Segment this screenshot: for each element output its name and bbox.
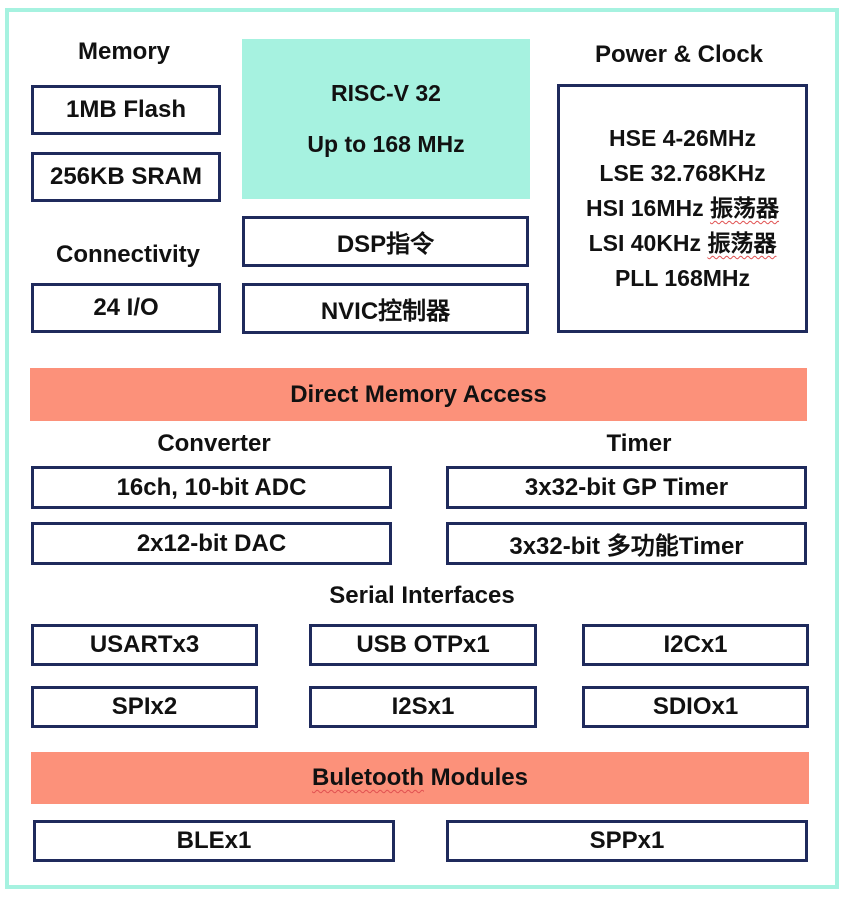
diagram-frame xyxy=(5,8,839,889)
cpu-core-label: RISC-V 32 xyxy=(331,80,441,106)
power-clock-box: HSE 4-26MHz LSE 32.768KHz HSI 16MHz 振荡器 … xyxy=(557,84,808,333)
bluetooth-label-rest: Modules xyxy=(423,764,528,791)
timer-heading: Timer xyxy=(606,430,672,457)
connectivity-io-box: 24 I/O xyxy=(31,283,221,333)
memory-heading: Memory xyxy=(77,38,171,65)
memory-sram-box: 256KB SRAM xyxy=(31,152,221,202)
ble-box: BLEx1 xyxy=(33,820,395,862)
adc-box: 16ch, 10-bit ADC xyxy=(31,466,392,509)
memory-flash-box: 1MB Flash xyxy=(31,85,221,135)
nvic-controller-box: NVIC控制器 xyxy=(242,283,529,334)
cpu-core-block: RISC-V 32 Up to 168 MHz xyxy=(242,39,530,199)
lsi-line: LSI 40KHz 振荡器 xyxy=(588,230,777,256)
connectivity-heading: Connectivity xyxy=(55,241,201,268)
i2s-box: I2Sx1 xyxy=(309,686,537,728)
dac-box: 2x12-bit DAC xyxy=(31,522,392,565)
dma-bar: Direct Memory Access xyxy=(30,368,807,421)
dsp-instructions-box: DSP指令 xyxy=(242,216,529,267)
lsi-oscillator-word: 振荡器 xyxy=(707,230,777,256)
cpu-frequency-label: Up to 168 MHz xyxy=(307,131,465,157)
multi-timer-box: 3x32-bit 多功能Timer xyxy=(446,522,807,565)
hsi-line: HSI 16MHz 振荡器 xyxy=(586,195,779,221)
lse-line: LSE 32.768KHz xyxy=(599,160,766,186)
i2c-box: I2Cx1 xyxy=(582,624,809,666)
serial-interfaces-heading: Serial Interfaces xyxy=(329,582,515,609)
spi-box: SPIx2 xyxy=(31,686,258,728)
hsi-oscillator-word: 振荡器 xyxy=(709,195,779,221)
hse-line: HSE 4-26MHz xyxy=(609,125,756,151)
sdio-box: SDIOx1 xyxy=(582,686,809,728)
bluetooth-label-word: Buletooth xyxy=(312,764,424,791)
gp-timer-box: 3x32-bit GP Timer xyxy=(446,466,807,509)
pll-line: PLL 168MHz xyxy=(614,265,751,291)
usart-box: USARTx3 xyxy=(31,624,258,666)
spp-box: SPPx1 xyxy=(446,820,808,862)
usb-otp-box: USB OTPx1 xyxy=(309,624,537,666)
bluetooth-bar: Buletooth Modules xyxy=(31,752,809,804)
converter-heading: Converter xyxy=(157,430,271,457)
power-clock-heading: Power & Clock xyxy=(594,41,764,68)
